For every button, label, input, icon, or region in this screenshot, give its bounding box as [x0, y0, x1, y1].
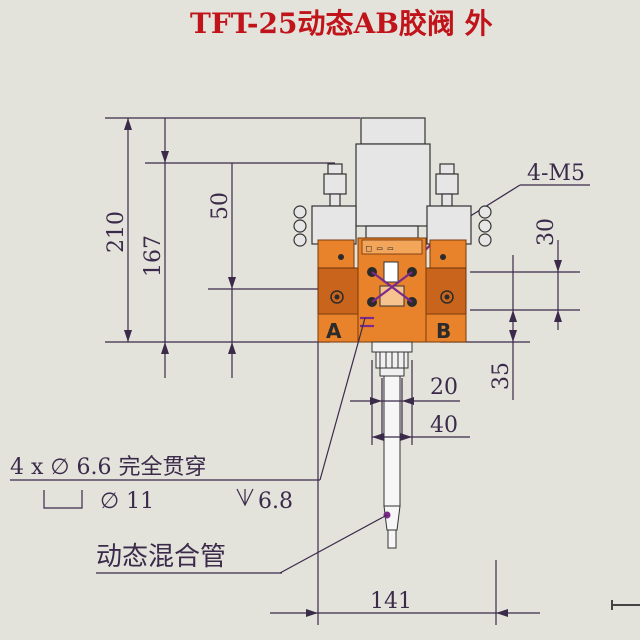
- dim-overall-width: 141: [370, 589, 412, 614]
- left-fitting: [293, 163, 357, 247]
- port-b-label: B: [436, 319, 451, 343]
- body-plate-text: □ ▭ ▭: [366, 244, 394, 254]
- dim-upper-offset: 50: [208, 192, 233, 220]
- port-a-block: [317, 313, 359, 343]
- motor-cap: [360, 117, 426, 145]
- dim-right-bottom: 35: [489, 362, 514, 390]
- dim-nozzle-small: 20: [430, 375, 458, 400]
- hole-callout: [10, 317, 366, 509]
- left-upper-block: [317, 239, 355, 269]
- dim-right-top: 30: [534, 218, 559, 246]
- dim-overall-height: 210: [104, 211, 129, 253]
- dim-nozzle-large: 40: [430, 413, 458, 438]
- right-upper-block: [429, 239, 467, 269]
- hole-note-diameter: ∅ 11: [100, 489, 154, 514]
- hole-note-line1: 4 x ∅ 6.6 完全贯穿: [10, 455, 207, 480]
- hole-note-depth: 6.8: [258, 489, 293, 514]
- mixer-nozzle: [371, 341, 413, 549]
- bottom-dimension: [270, 342, 540, 625]
- dim-mount-height: 167: [141, 235, 166, 277]
- mixer-leader: [279, 514, 388, 574]
- valve-body: □ ▭ ▭ A B: [293, 117, 492, 343]
- motor-housing: [355, 143, 431, 227]
- right-fitting: [426, 163, 492, 247]
- mixer-label: 动态混合管: [96, 542, 226, 572]
- port-a-label: A: [326, 319, 342, 343]
- nozzle-dimensions: [350, 360, 470, 445]
- left-dimensions: [105, 117, 360, 378]
- right-dimensions: [440, 240, 580, 400]
- drawing-title: TFT-25动态AB胶阀 外: [190, 7, 493, 40]
- thread-note: 4-M5: [527, 161, 585, 186]
